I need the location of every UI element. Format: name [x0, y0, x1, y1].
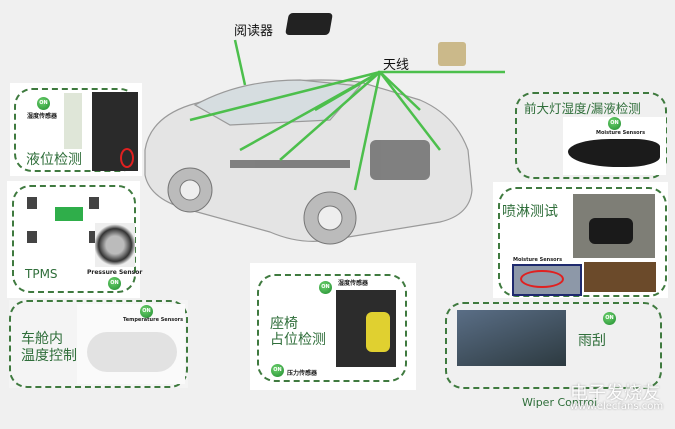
- on-semi-logo: ON: [319, 281, 332, 294]
- on-semi-logo: ON: [37, 97, 50, 110]
- liquid-level-title: 液位检测: [26, 152, 82, 168]
- humidity-sensor-label: 湿度传感器: [338, 280, 369, 287]
- liquid-level-panel: ON 湿度传感器 液位检测: [10, 83, 142, 176]
- pressure-sensor-label: Pressure Sensor: [87, 269, 143, 276]
- seat-occupancy-panel: ON 湿度传感器 座椅 占位检测 ON 压力传感器: [250, 263, 416, 390]
- rfid-signal-lines: [189, 39, 505, 191]
- watermark-brand: 电子发烧友: [570, 383, 660, 404]
- tire-photo: [95, 223, 135, 267]
- cabin-title-line2: 温度控制: [21, 348, 77, 364]
- humidity-sensor-label: 湿度传感器: [27, 113, 58, 120]
- pressure-sensor-label: 压力传感器: [287, 370, 318, 377]
- tpms-title: TPMS: [25, 267, 58, 281]
- reservoir-photo: [92, 92, 138, 171]
- on-semi-logo: ON: [271, 364, 284, 377]
- wiper-panel: [445, 302, 662, 389]
- sensor-closeup-photo: [512, 264, 582, 296]
- headlight-panel: [515, 92, 667, 179]
- spray-test-title: 喷淋测试: [502, 204, 558, 220]
- cabin-sensor-photo: [77, 304, 185, 384]
- seat-photo: [336, 290, 396, 367]
- sensor-photo: [64, 93, 82, 149]
- tpms-schematic: [23, 195, 103, 245]
- on-semi-logo: ON: [108, 277, 121, 290]
- windshield-photo: [457, 310, 566, 366]
- on-semi-logo: ON: [140, 305, 153, 318]
- headlight-title: 前大灯湿度/漏液检测: [524, 101, 641, 116]
- reader-label: 阅读器: [234, 24, 274, 39]
- wiper-caption: Wiper Control: [522, 396, 598, 409]
- engine-block: [230, 140, 430, 180]
- on-semi-logo: ON: [603, 312, 616, 325]
- interior-photo: [584, 262, 656, 292]
- tpms-panel: Pressure Sensor ON TPMS: [7, 181, 143, 298]
- reader-device-image: [285, 13, 333, 35]
- car-wheels: [167, 167, 357, 245]
- watermark-url: www.elecfans.com: [570, 401, 664, 412]
- antenna-image: [438, 42, 466, 66]
- spray-test-panel: 喷淋测试 Moisture Sensors: [493, 182, 668, 298]
- on-semi-logo: ON: [608, 117, 621, 130]
- seat-title-line2: 占位检测: [270, 332, 326, 348]
- wiper-title: 雨刮: [578, 333, 606, 349]
- temperature-sensors-label: Temperature Sensors: [123, 317, 184, 323]
- cabin-title-line1: 车舱内: [21, 331, 63, 347]
- car-spray-photo: [573, 194, 655, 258]
- antenna-label: 天线: [383, 58, 410, 73]
- cabin-temperature-panel: ON Temperature Sensors 车舱内 温度控制: [9, 300, 188, 388]
- moisture-sensors-label: Moisture Sensors: [596, 130, 646, 136]
- seat-title-line1: 座椅: [270, 316, 298, 332]
- moisture-sensors-label: Moisture Sensors: [513, 257, 563, 263]
